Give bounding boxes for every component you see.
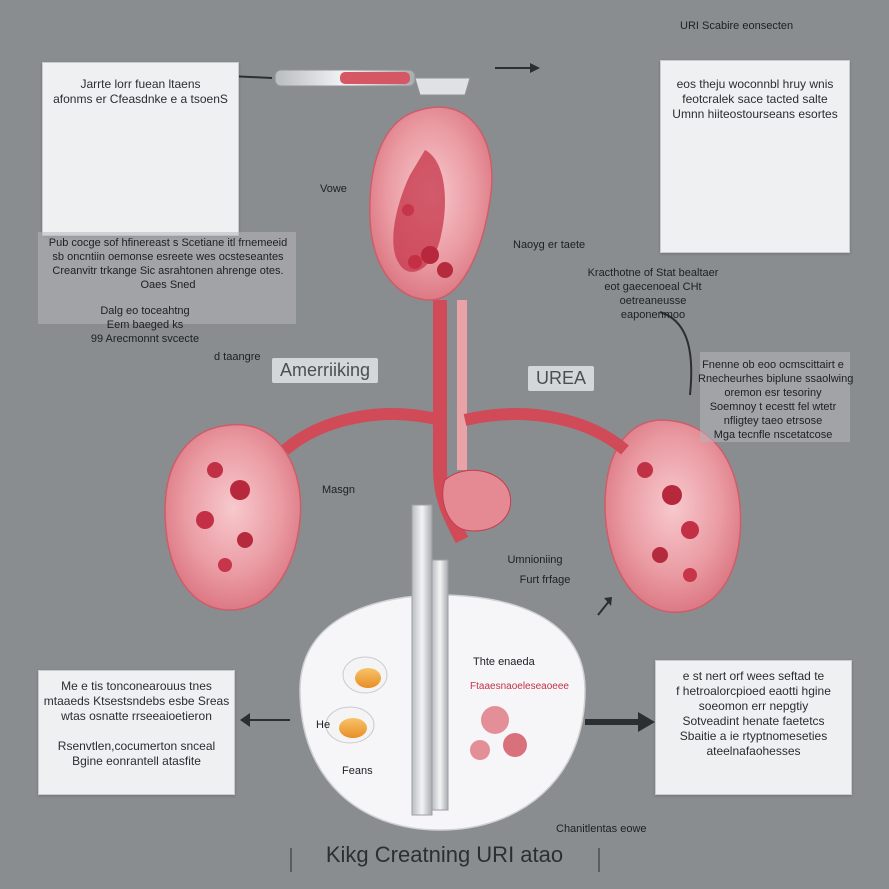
- left-note-1-line-2: sb oncntiin oemonse esreete wes ocstesea…: [52, 251, 284, 263]
- right-small-label-1: Naoyg er taete: [513, 239, 586, 251]
- left-small-label-1: d taangre: [214, 351, 261, 363]
- bladder-tissue-1: [481, 706, 509, 734]
- specimen-bubble-1-fill: [355, 668, 381, 688]
- bladder-tissue-3: [470, 740, 490, 760]
- syringe-fill: [340, 72, 410, 84]
- page-title: Kikg Creatning URI atao: [325, 842, 564, 867]
- panel-bottom-right-line-6: ateelnafaohesses: [706, 744, 801, 758]
- panel-bottom-left-line-2: mtaaeds Ktsestsndebs esbe Sreas: [43, 694, 230, 708]
- center-label-1: Umnioniing: [507, 554, 563, 566]
- right-note-2-line-2: Rnecheurhes biplune ssaolwing: [698, 373, 854, 385]
- central-bulb: [442, 469, 512, 532]
- panel-bottom-right-line-2: f hetroalorcpioed eaotti hgine: [676, 684, 831, 698]
- catheter-tube-2: [431, 559, 449, 811]
- panel-top-right: eos theju woconnbl hruy wnis feotcralek …: [660, 60, 850, 253]
- panel-top-left-line-1: Jarrte lorr fuean ltaens: [80, 77, 201, 91]
- panel-bottom-left-line-3: wtas osnatte rrseeaioetieron: [61, 709, 212, 723]
- center-label-6: Feans: [342, 765, 373, 777]
- panel-bottom-right: e st nert orf wees seftad te f hetroalor…: [655, 660, 852, 795]
- center-label-4: Ftaaesnaoeleseaoeee: [470, 681, 569, 692]
- left-note-1-line-4: Oaes Sned: [140, 279, 196, 291]
- left-note-block-1: Pub cocge sof hfinereast s Scetiane itl …: [48, 236, 288, 292]
- top-kidney-lobule-3: [437, 262, 453, 278]
- title-bar-left: [290, 848, 292, 872]
- tag-right: UREA: [528, 366, 595, 391]
- syringe-needle: [414, 77, 471, 96]
- right-kidney-lobule-3: [681, 521, 699, 539]
- right-kidney-lobule-5: [683, 568, 697, 582]
- center-label-2: Furt frfage: [519, 574, 571, 586]
- arrowhead-bottom-left: [240, 713, 250, 727]
- top-caption: URI Scabire eonsecten: [680, 20, 794, 32]
- left-kidney-lobule-2: [230, 480, 250, 500]
- panel-bottom-left-line-1: Me e tis tonconearouus tnes: [61, 679, 212, 693]
- left-kidney-lobule-1: [207, 462, 223, 478]
- panel-bottom-left: Me e tis tonconearouus tnes mtaaeds Ktse…: [38, 670, 235, 795]
- top-kidney-lobule-1: [421, 246, 439, 264]
- title-bar-right: [598, 848, 600, 872]
- top-kidney-lobule-2: [408, 255, 422, 269]
- right-note-1-line-1: Kracthotne of Stat bealtaer: [587, 267, 719, 279]
- right-note-1-line-3: oetreaneusse: [619, 295, 687, 307]
- left-kidney-lobule-3: [196, 511, 214, 529]
- panel-top-right-line-3: Umnn hiiteostourseans esortes: [672, 107, 838, 121]
- right-note-2-line-5: nfligtey taeo etrsose: [723, 415, 823, 427]
- left-kidney-lobule-5: [218, 558, 232, 572]
- catheter-tube-1: [411, 504, 433, 816]
- arrow-right-note: [659, 311, 693, 396]
- left-small-label-2: Vowe: [320, 183, 347, 195]
- left-small-label-3: Masgn: [322, 484, 356, 496]
- right-note-block-1: Kracthotne of Stat bealtaer eot gaecenoe…: [578, 266, 728, 322]
- right-note-2-line-1: Fnenne ob eoo ocmscittairt e: [702, 359, 844, 371]
- panel-bottom-right-line-5: Sbaitie a ie rtyptnomeseties: [679, 729, 828, 743]
- right-kidney-lobule-2: [662, 485, 682, 505]
- right-note-1-line-2: eot gaecenoeal CHt: [604, 281, 702, 293]
- right-note-block-2: Fnenne ob eoo ocmscittairt e Rnecheurhes…: [698, 358, 854, 442]
- panel-bottom-left-line-4: [39, 724, 234, 739]
- right-note-2-line-4: Soemnoy t ecestt fel wtetr: [709, 401, 837, 413]
- arrowhead-bottom-right: [638, 712, 655, 732]
- top-kidney-core: [393, 150, 445, 272]
- left-note-2-line-1: Dalg eo toceahtng: [100, 305, 190, 317]
- panel-top-right-line-1: eos theju woconnbl hruy wnis: [676, 77, 834, 91]
- right-kidney-lobule-4: [652, 547, 668, 563]
- arrowhead-lower-right: [604, 597, 612, 606]
- panel-top-right-line-2: feotcralek sace tacted salte: [682, 92, 828, 106]
- panel-bottom-right-line-1: e st nert orf wees seftad te: [682, 669, 825, 683]
- center-label-7: Chanitlentas eowe: [556, 823, 647, 835]
- top-kidney-lobule-4: [402, 204, 414, 216]
- center-label-5: He: [316, 719, 331, 731]
- right-note-1-line-4: eaponenmoo: [620, 309, 686, 321]
- left-note-1-line-3: Creanvitr trkange Sic asrahtonen ahrenge…: [52, 265, 284, 277]
- center-label-3: Thte enaeda: [473, 656, 535, 668]
- left-kidney-lobule-4: [237, 532, 253, 548]
- panel-bottom-right-line-3: soeomon err nepgtiy: [698, 699, 809, 713]
- panel-bottom-left-line-6: Bgine eonrantell atasfite: [72, 754, 201, 768]
- left-note-block-2: Dalg eo toceahtng Eem baeged ks 99 Arecm…: [70, 304, 220, 346]
- left-ureter: [281, 408, 442, 455]
- right-note-backdrop: [700, 352, 850, 442]
- panel-top-left-line-2: afonms er Cfeasdnke e a tsoenS: [53, 92, 228, 106]
- left-note-2-line-3: 99 Arecmonnt svcecte: [90, 333, 200, 345]
- right-kidney-lobule-1: [637, 462, 653, 478]
- bladder-tissue-2: [503, 733, 527, 757]
- left-note-2-line-2: Eem baeged ks: [106, 319, 184, 331]
- right-note-2-line-3: oremon esr tesoriny: [724, 387, 822, 399]
- left-note-backdrop: [38, 232, 296, 324]
- panel-top-left: Jarrte lorr fuean ltaens afonms er Cfeas…: [42, 62, 239, 236]
- left-note-1-line-1: Pub cocge sof hfinereast s Scetiane itl …: [48, 237, 288, 249]
- specimen-bubble-2-fill: [339, 718, 367, 738]
- right-note-2-line-6: Mga tecnfle nscetatcose: [713, 429, 833, 441]
- panel-bottom-left-line-5: Rsenvtlen,cocumerton snceal: [57, 739, 216, 753]
- left-kidney: [164, 424, 302, 611]
- right-ureter: [463, 408, 629, 455]
- panel-bottom-right-line-4: Sotveadint henate faetetcs: [682, 714, 825, 728]
- tag-left: Amerriiking: [272, 358, 379, 383]
- arrowhead-top-right: [530, 63, 540, 73]
